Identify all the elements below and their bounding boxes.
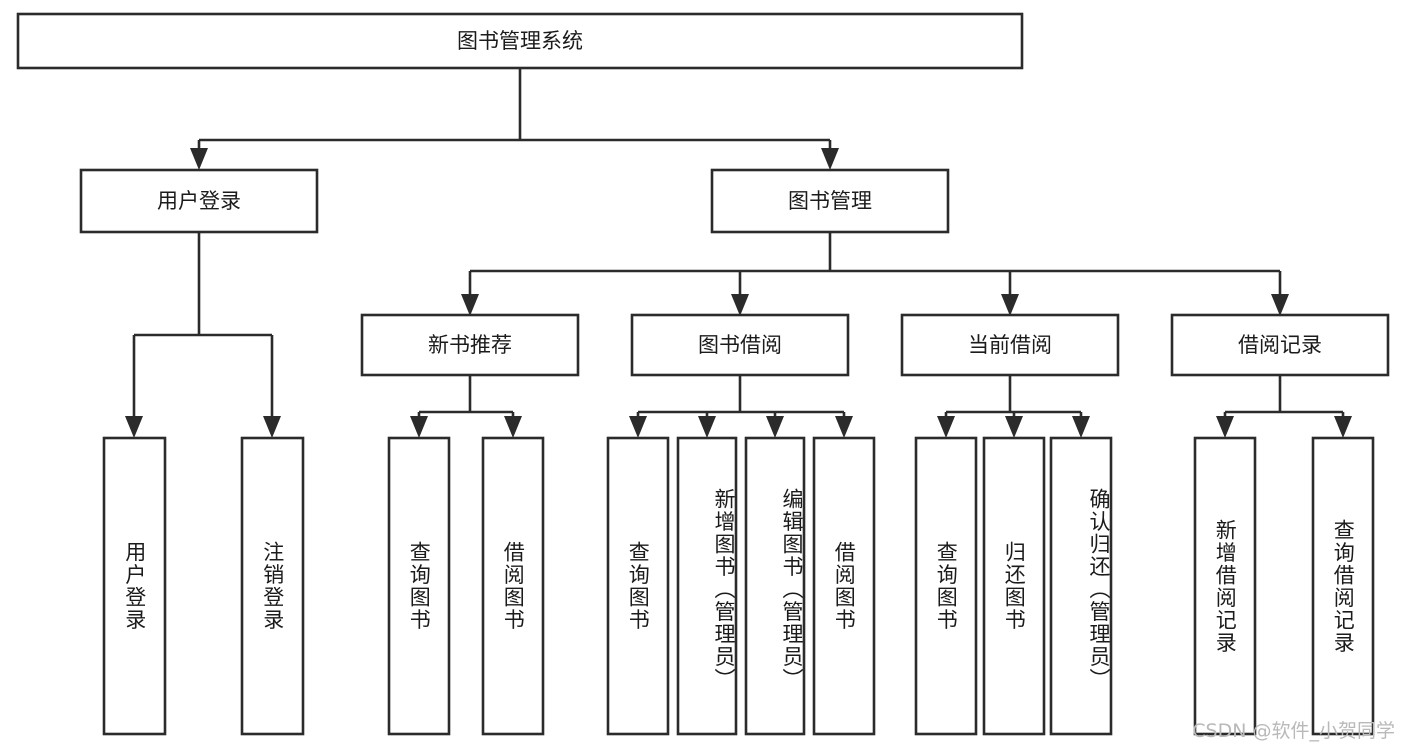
arrow-borrow-l4 <box>835 416 853 438</box>
arrow-newbook-l1 <box>410 416 428 438</box>
node-box-user-login[interactable] <box>79 168 319 234</box>
arrow-root-to-login <box>190 148 208 170</box>
leaf-label-borrow-book: 借阅图书 <box>832 541 857 631</box>
node-box-leaf-add-borrow-record[interactable] <box>1193 436 1257 736</box>
arrow-current-l3 <box>1072 416 1090 438</box>
leaf-label-logout: 注销登录 <box>260 541 285 631</box>
node-box-leaf-query-borrow-record[interactable] <box>1311 436 1375 736</box>
arrow-records-l1 <box>1216 416 1234 438</box>
csdn-watermark: CSDN @软件_小贺同学 <box>1192 720 1395 742</box>
arrow-to-newbook <box>461 294 479 316</box>
node-box-leaf-query-book-current[interactable] <box>914 436 978 736</box>
leaf-label-query-borrow-record: 查询借阅记录 <box>1331 518 1356 654</box>
leaf-label-add-book-admin: 新增图书（管理员） <box>712 487 736 691</box>
node-box-leaf-query-book-borrow[interactable] <box>606 436 670 736</box>
node-box-leaf-add-book-admin[interactable] <box>676 436 738 736</box>
leaf-label-borrow-book-new: 借阅图书 <box>501 541 526 631</box>
arrow-login-leaf1 <box>125 416 143 438</box>
node-box-leaf-borrow-book-new[interactable] <box>481 436 545 736</box>
node-layer: 图书管理系统 用户登录 图书管理 新书推荐 图书借阅 当前借阅 借阅记录 <box>16 12 1390 736</box>
connector-layer <box>125 68 1352 438</box>
leaf-label-user-login: 用户登录 <box>122 541 147 631</box>
node-label-book-borrow: 图书借阅 <box>698 333 782 357</box>
node-box-root[interactable] <box>16 12 1024 70</box>
arrow-to-borrow <box>731 294 749 316</box>
node-box-leaf-edit-book-admin[interactable] <box>744 436 806 736</box>
arrow-to-current <box>1001 294 1019 316</box>
node-box-leaf-logout[interactable] <box>240 436 305 736</box>
leaf-label-query-book-borrow: 查询图书 <box>626 541 651 631</box>
leaf-label-add-borrow-record: 新增借阅记录 <box>1213 518 1238 654</box>
arrow-root-to-bookmgmt <box>821 148 839 170</box>
arrow-to-records <box>1271 294 1289 316</box>
arrow-newbook-l2 <box>504 416 522 438</box>
arrow-current-l2 <box>1005 416 1023 438</box>
leaf-label-edit-book-admin: 编辑图书（管理员） <box>780 487 804 691</box>
leaf-label-confirm-return-admin: 确认归还（管理员） <box>1087 487 1111 691</box>
node-label-user-login: 用户登录 <box>157 189 241 213</box>
node-box-leaf-return-book[interactable] <box>982 436 1046 736</box>
node-box-current-borrow[interactable] <box>900 313 1120 377</box>
node-box-borrow-records[interactable] <box>1170 313 1390 377</box>
node-box-leaf-query-book-new[interactable] <box>387 436 451 736</box>
node-box-new-book-recommend[interactable] <box>360 313 580 377</box>
node-box-book-management[interactable] <box>710 168 950 234</box>
node-label-current-borrow: 当前借阅 <box>968 333 1052 357</box>
node-label-borrow-records: 借阅记录 <box>1238 333 1322 357</box>
node-box-leaf-borrow-book[interactable] <box>812 436 876 736</box>
node-box-leaf-confirm-return-admin[interactable] <box>1049 436 1113 736</box>
arrow-borrow-l2 <box>698 416 716 438</box>
arrow-current-l1 <box>937 416 955 438</box>
node-box-book-borrow[interactable] <box>630 313 850 377</box>
node-label-new-book-recommend: 新书推荐 <box>428 333 512 357</box>
arrow-login-leaf2 <box>263 416 281 438</box>
leaf-label-return-book: 归还图书 <box>1002 541 1027 631</box>
node-box-leaf-user-login[interactable] <box>102 436 167 736</box>
node-label-book-management: 图书管理 <box>788 189 872 213</box>
arrow-records-l2 <box>1334 416 1352 438</box>
node-label-root: 图书管理系统 <box>457 29 583 53</box>
leaf-label-query-book-current: 查询图书 <box>934 541 959 631</box>
arrow-borrow-l3 <box>766 416 784 438</box>
arrow-borrow-l1 <box>629 416 647 438</box>
leaf-label-query-book-new: 查询图书 <box>407 541 432 631</box>
